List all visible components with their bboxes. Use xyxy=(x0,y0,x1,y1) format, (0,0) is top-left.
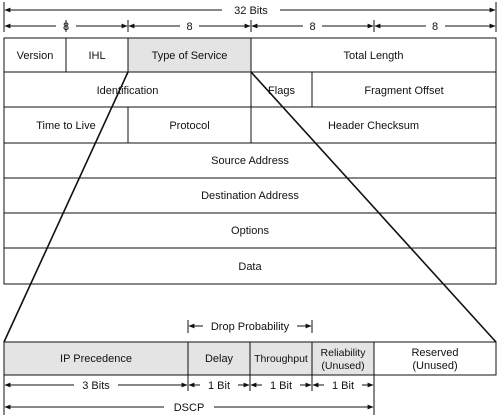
zoom-line-right xyxy=(250,71,497,343)
throughput-bits-label: 1 Bit xyxy=(270,380,292,392)
delay-bits-label: 1 Bit xyxy=(208,380,230,392)
drop-probability-bracket: Drop Probability xyxy=(187,320,313,333)
field-destination-address: Destination Address xyxy=(201,190,299,202)
tos-delay: Delay xyxy=(205,353,234,365)
tos-reserved-line1: Reserved xyxy=(411,347,458,359)
field-identification: Identification xyxy=(97,85,159,97)
field-protocol: Protocol xyxy=(169,120,209,132)
group-1-bits-label: 8 xyxy=(63,21,69,33)
precedence-bits-label: 3 Bits xyxy=(82,380,110,392)
dscp-label: DSCP xyxy=(174,402,205,414)
field-type-of-service: Type of Service xyxy=(152,50,228,62)
field-header-checksum: Header Checksum xyxy=(328,120,419,132)
drop-probability-label: Drop Probability xyxy=(211,321,290,333)
field-flags: Flags xyxy=(268,85,295,97)
group-3-bits-label: 8 xyxy=(309,21,315,33)
total-bits-label: 32 Bits xyxy=(234,5,268,17)
field-time-to-live: Time to Live xyxy=(36,120,96,132)
ip-header-table: Version IHL Type of Service Total Length… xyxy=(3,37,497,285)
group-4-bits-label: 8 xyxy=(432,21,438,33)
field-options: Options xyxy=(231,225,269,237)
field-version: Version xyxy=(17,50,54,62)
tos-highlight xyxy=(128,38,251,72)
tos-reserved-line2: (Unused) xyxy=(412,360,457,372)
tos-reliability-line1: Reliability xyxy=(321,347,367,359)
field-ihl: IHL xyxy=(88,50,105,62)
group-2-bits-label: 8 xyxy=(186,21,192,33)
tos-bit-scale: 3 Bits 1 Bit 1 Bit 1 Bit DSCP xyxy=(3,375,375,415)
reliability-bits-label: 1 Bit xyxy=(332,380,354,392)
zoom-line-left xyxy=(3,71,129,343)
tos-detail-row: IP Precedence Delay Throughput Reliabili… xyxy=(3,341,497,376)
tos-ip-precedence: IP Precedence xyxy=(60,353,132,365)
field-source-address: Source Address xyxy=(211,155,289,167)
tos-reliability-line2: (Unused) xyxy=(321,360,364,372)
top-bit-scale: 32 Bits 8 8 8 8 xyxy=(3,2,497,33)
tos-throughput: Throughput xyxy=(254,353,308,365)
field-total-length: Total Length xyxy=(344,50,404,62)
field-fragment-offset: Fragment Offset xyxy=(364,85,443,97)
field-data: Data xyxy=(238,261,262,273)
